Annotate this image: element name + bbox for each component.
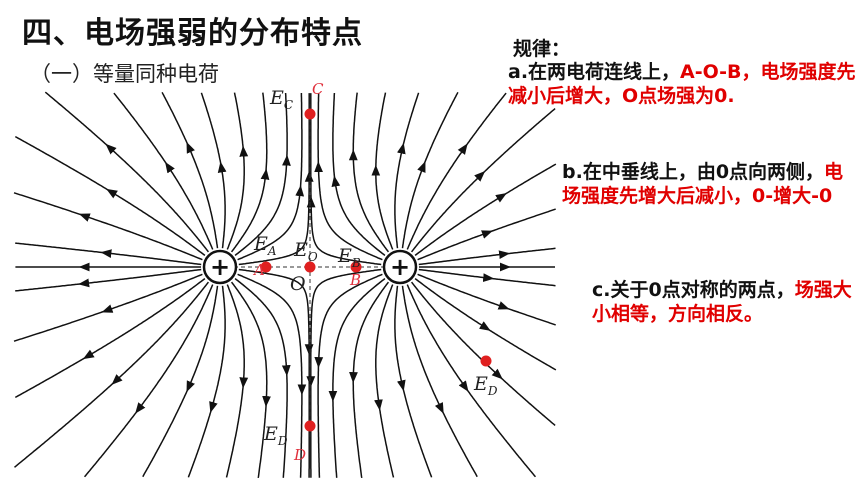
- field-line: [230, 281, 268, 479]
- field-line-diagram: + + EC C EA A EO O EB B ED D ED: [13, 80, 557, 479]
- field-line: [237, 93, 303, 261]
- point-d-dot: [304, 420, 316, 432]
- field-line: [394, 285, 433, 478]
- rule-a-highlight: A-O-B，电场强度先减小后增大，O点场强为0.: [508, 61, 856, 107]
- charge-plus-right: +: [390, 253, 410, 281]
- field-line: [14, 281, 209, 468]
- point-ed-dot: [480, 355, 492, 367]
- field-line: [406, 92, 507, 250]
- label-ed-right: ED: [473, 373, 498, 398]
- label-point-d: D: [293, 446, 306, 464]
- rule-c: c.关于0点对称的两点，场强大小相等，方向相反。: [592, 278, 860, 326]
- point-o-dot: [304, 261, 316, 273]
- field-line: [237, 273, 303, 478]
- field-line: [401, 285, 478, 478]
- rule-a-prefix: a.在两电荷连线上，: [508, 61, 681, 83]
- field-line: [15, 268, 202, 292]
- rule-c-highlight: 场强大小相等，方向相反。: [592, 279, 852, 325]
- label-point-a: A: [252, 261, 265, 279]
- field-line: [83, 284, 214, 478]
- field-lines: [13, 91, 557, 479]
- field-line: [13, 273, 203, 342]
- field-line: [411, 108, 556, 253]
- label-point-c: C: [312, 80, 324, 98]
- label-ea: EA: [253, 233, 277, 258]
- page-title: 四、电场强弱的分布特点: [22, 16, 363, 51]
- rule-b: b.在中垂线上，由0点向两侧，电场强度先增大后减小，0-增大-0: [562, 160, 860, 208]
- field-line: [310, 93, 382, 266]
- label-point-b: B: [349, 271, 361, 289]
- point-a-dot: [260, 261, 272, 273]
- section-subtitle: （一）等量同种电荷: [30, 62, 219, 86]
- field-line: [234, 92, 288, 256]
- field-line: [14, 135, 206, 256]
- field-line: [14, 278, 206, 399]
- field-line: [161, 91, 219, 249]
- label-eo: EO: [293, 239, 318, 264]
- field-line: [417, 208, 556, 261]
- rule-b-highlight: 电场强度先增大后减小，0-增大-0: [562, 161, 844, 207]
- point-c-dot: [304, 108, 316, 120]
- field-line: [317, 93, 383, 261]
- point-b-dot: [350, 261, 362, 273]
- field-line: [417, 273, 556, 326]
- field-line: [406, 284, 537, 478]
- label-ed-bottom: ED: [263, 423, 288, 448]
- field-line: [352, 92, 390, 253]
- field-line: [13, 192, 203, 261]
- rule-a: a.在两电荷连线上，A-O-B，电场强度先减小后增大，O点场强为0.: [508, 60, 858, 108]
- field-line: [332, 92, 386, 256]
- field-line: [230, 92, 268, 253]
- rule-b-prefix: b.在中垂线上，由0点向两侧，: [562, 161, 825, 183]
- field-line: [375, 92, 394, 250]
- field-line: [411, 281, 556, 426]
- field-line: [225, 284, 245, 478]
- field-line: [226, 92, 245, 250]
- positive-charge-left: +: [202, 249, 238, 285]
- rule-c-prefix: c.关于0点对称的两点，: [592, 279, 795, 301]
- field-line: [44, 91, 209, 253]
- field-line: [187, 285, 226, 478]
- field-line: [394, 92, 420, 249]
- field-line: [15, 242, 202, 266]
- field-line: [418, 247, 556, 266]
- rules-heading: 规律：: [513, 38, 571, 60]
- field-line: [332, 278, 386, 478]
- field-line: [375, 284, 395, 478]
- label-eb: EB: [337, 245, 361, 270]
- field-line: [310, 268, 382, 478]
- field-line: [414, 163, 557, 256]
- label-center-o: O: [290, 273, 306, 295]
- charge-plus-left: +: [210, 253, 230, 281]
- label-ec: EC: [269, 87, 293, 112]
- positive-charge-right: +: [382, 249, 418, 285]
